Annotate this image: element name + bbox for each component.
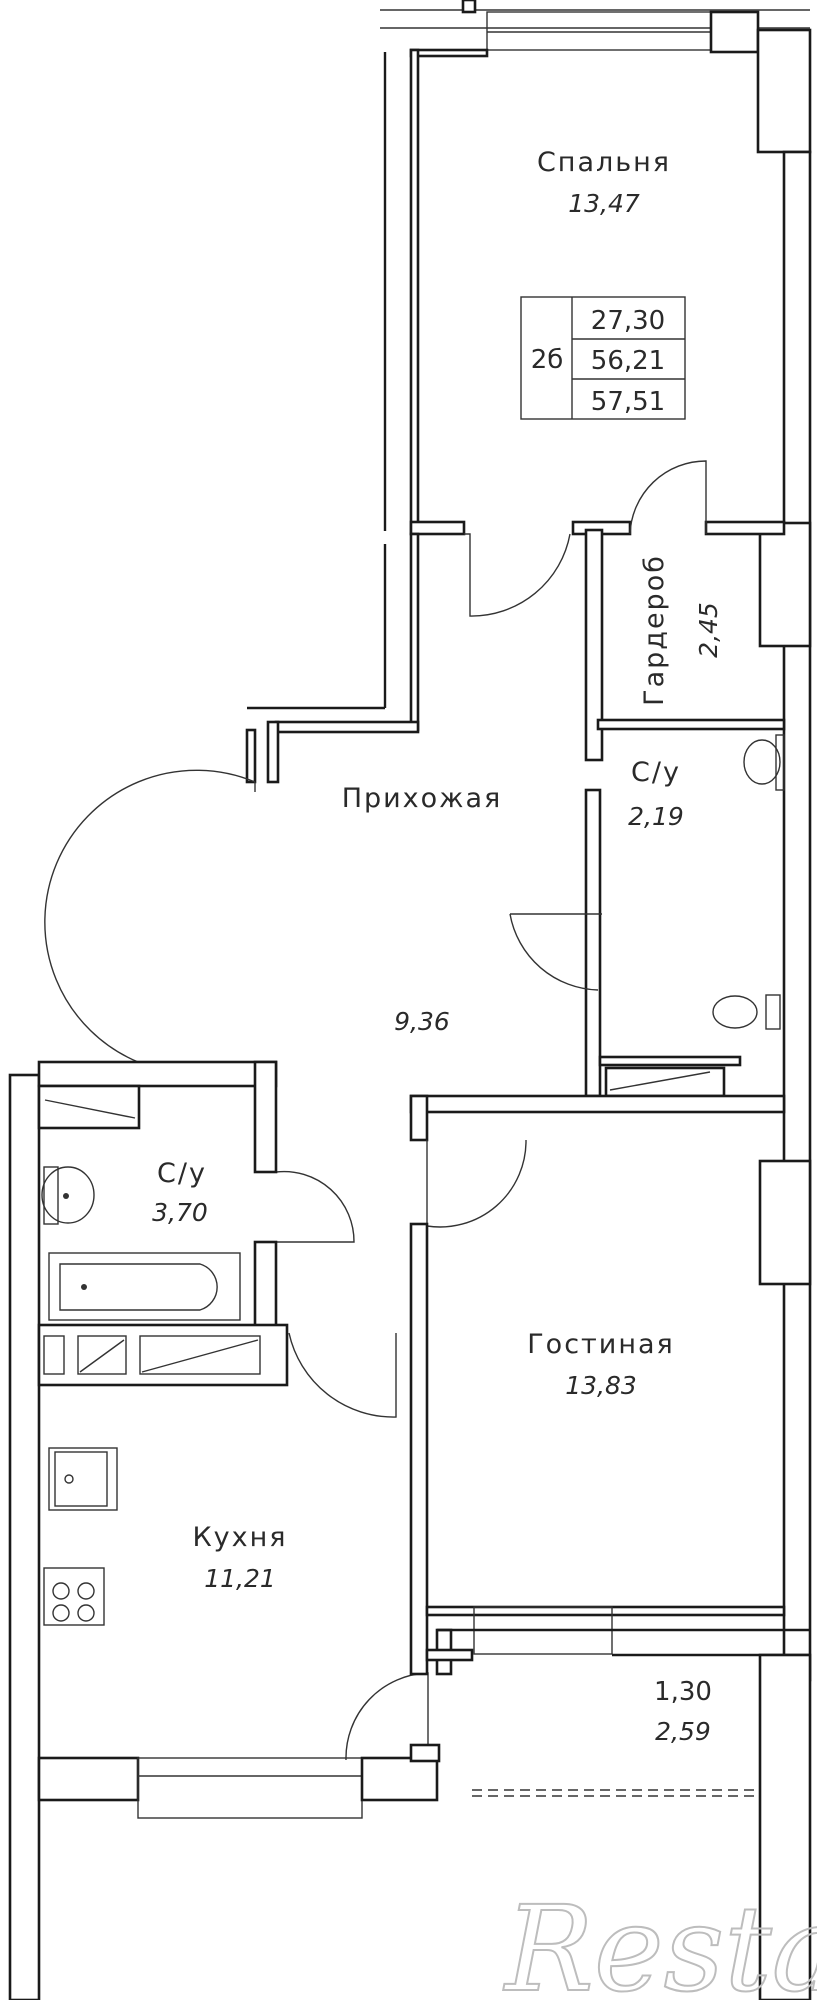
kitchen-area: 11,21 bbox=[204, 1564, 276, 1593]
living-room-label: Гостиная bbox=[527, 1329, 675, 1360]
bathroom-sink bbox=[41, 1166, 95, 1225]
bathroom-label: С/у bbox=[157, 1158, 207, 1189]
kitchen-label: Кухня bbox=[192, 1522, 287, 1553]
bedroom-top-wall bbox=[409, 48, 489, 58]
wc-small-label: С/у bbox=[631, 757, 681, 788]
bedroom-area: 13,47 bbox=[568, 189, 640, 218]
top-window bbox=[380, 0, 812, 154]
closet-window bbox=[758, 521, 812, 648]
bathtub bbox=[48, 1252, 241, 1321]
bathroom-area: 3,70 bbox=[152, 1198, 208, 1227]
total-area: 56,21 bbox=[591, 346, 665, 376]
wardrobe-label: Гардероб bbox=[639, 554, 670, 706]
wc-small-fixtures bbox=[712, 734, 785, 1030]
doors bbox=[44, 460, 707, 1761]
right-exterior-wall bbox=[782, 150, 812, 1682]
bedroom-left-wall bbox=[409, 48, 420, 536]
wc-small-area: 2,19 bbox=[628, 802, 684, 831]
bedroom-label: Спальня bbox=[537, 147, 671, 178]
wardrobe-area: 2,45 bbox=[694, 602, 723, 658]
total-area-with-balcony: 57,51 bbox=[591, 387, 665, 417]
restate-watermark: Restate bbox=[503, 1880, 817, 2000]
balcony-area: 2,59 bbox=[655, 1717, 711, 1746]
balcony-coefficient: 1,30 bbox=[654, 1677, 712, 1707]
living-left-wall bbox=[409, 1222, 429, 1676]
living-area-total: 27,30 bbox=[591, 306, 665, 336]
hallway-area: 9,36 bbox=[394, 1007, 450, 1036]
kitchen-window bbox=[137, 1757, 363, 1819]
living-window-right bbox=[758, 1159, 812, 1286]
closet-left-wall bbox=[584, 528, 604, 762]
kitchen-sink bbox=[48, 1447, 118, 1511]
apartment-type: 2б bbox=[531, 345, 564, 375]
stove bbox=[43, 1567, 105, 1626]
hallway-label: Прихожая bbox=[342, 783, 503, 814]
summary-table: 2б 27,30 56,21 57,51 bbox=[520, 296, 686, 420]
left-exterior-wall bbox=[8, 1073, 41, 2000]
living-room-area: 13,83 bbox=[565, 1371, 637, 1400]
